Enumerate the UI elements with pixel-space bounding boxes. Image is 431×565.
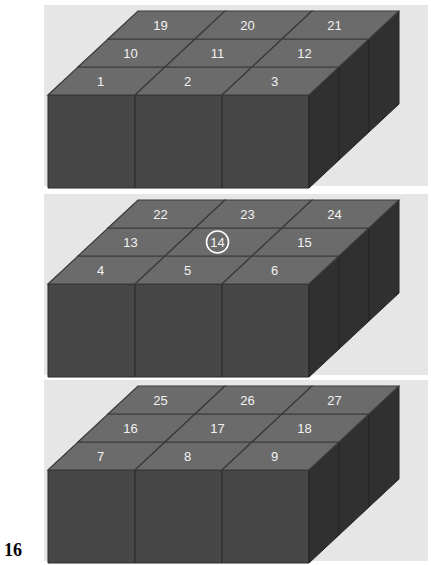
highlight-circle <box>207 231 229 253</box>
cube-front <box>222 95 309 188</box>
cube-number: 8 <box>184 450 191 463</box>
cube-number: 4 <box>97 264 104 277</box>
cube-top <box>282 11 399 39</box>
cube-number: 10 <box>123 47 137 60</box>
cube-number: 5 <box>184 264 191 277</box>
cube-number: 1 <box>97 75 104 88</box>
cube-front <box>135 284 222 377</box>
cube-number: 12 <box>297 47 311 60</box>
cube-number: 20 <box>240 19 254 32</box>
cube-top <box>252 39 369 67</box>
cube-top <box>282 200 399 228</box>
cube-layer <box>44 5 428 188</box>
cube-number: 24 <box>327 208 341 221</box>
cube-front <box>135 470 222 563</box>
cube-number: 15 <box>297 236 311 249</box>
cube-number: 21 <box>327 19 341 32</box>
cube-front <box>48 284 135 377</box>
cube-front <box>135 95 222 188</box>
cube-number: 25 <box>153 394 167 407</box>
cube-front <box>222 470 309 563</box>
cube-front <box>48 470 135 563</box>
cube-number: 22 <box>153 208 167 221</box>
cube-top <box>282 386 399 414</box>
cube-number: 17 <box>210 422 224 435</box>
cube-number: 14 <box>210 236 224 249</box>
cube-number: 11 <box>211 47 225 60</box>
cube-top <box>222 67 339 95</box>
cube-top <box>252 228 369 256</box>
cube-number: 26 <box>240 394 254 407</box>
cube-number: 7 <box>97 450 104 463</box>
cube-number: 13 <box>123 236 137 249</box>
cube-layer <box>44 380 428 563</box>
cube-front <box>48 95 135 188</box>
cube-number: 2 <box>184 75 191 88</box>
cube-number: 18 <box>297 422 311 435</box>
figure-number: 16 <box>4 541 22 559</box>
cube-top <box>252 414 369 442</box>
cube-number: 6 <box>271 264 278 277</box>
cube-number: 3 <box>271 75 278 88</box>
cube-number: 16 <box>123 422 137 435</box>
cube-number: 27 <box>327 394 341 407</box>
cube-number: 9 <box>271 450 278 463</box>
cube-front <box>222 284 309 377</box>
cube-layer <box>44 194 428 377</box>
cube-top <box>222 256 339 284</box>
cube-number: 19 <box>153 19 167 32</box>
cube-number: 23 <box>240 208 254 221</box>
cube-top <box>222 442 339 470</box>
